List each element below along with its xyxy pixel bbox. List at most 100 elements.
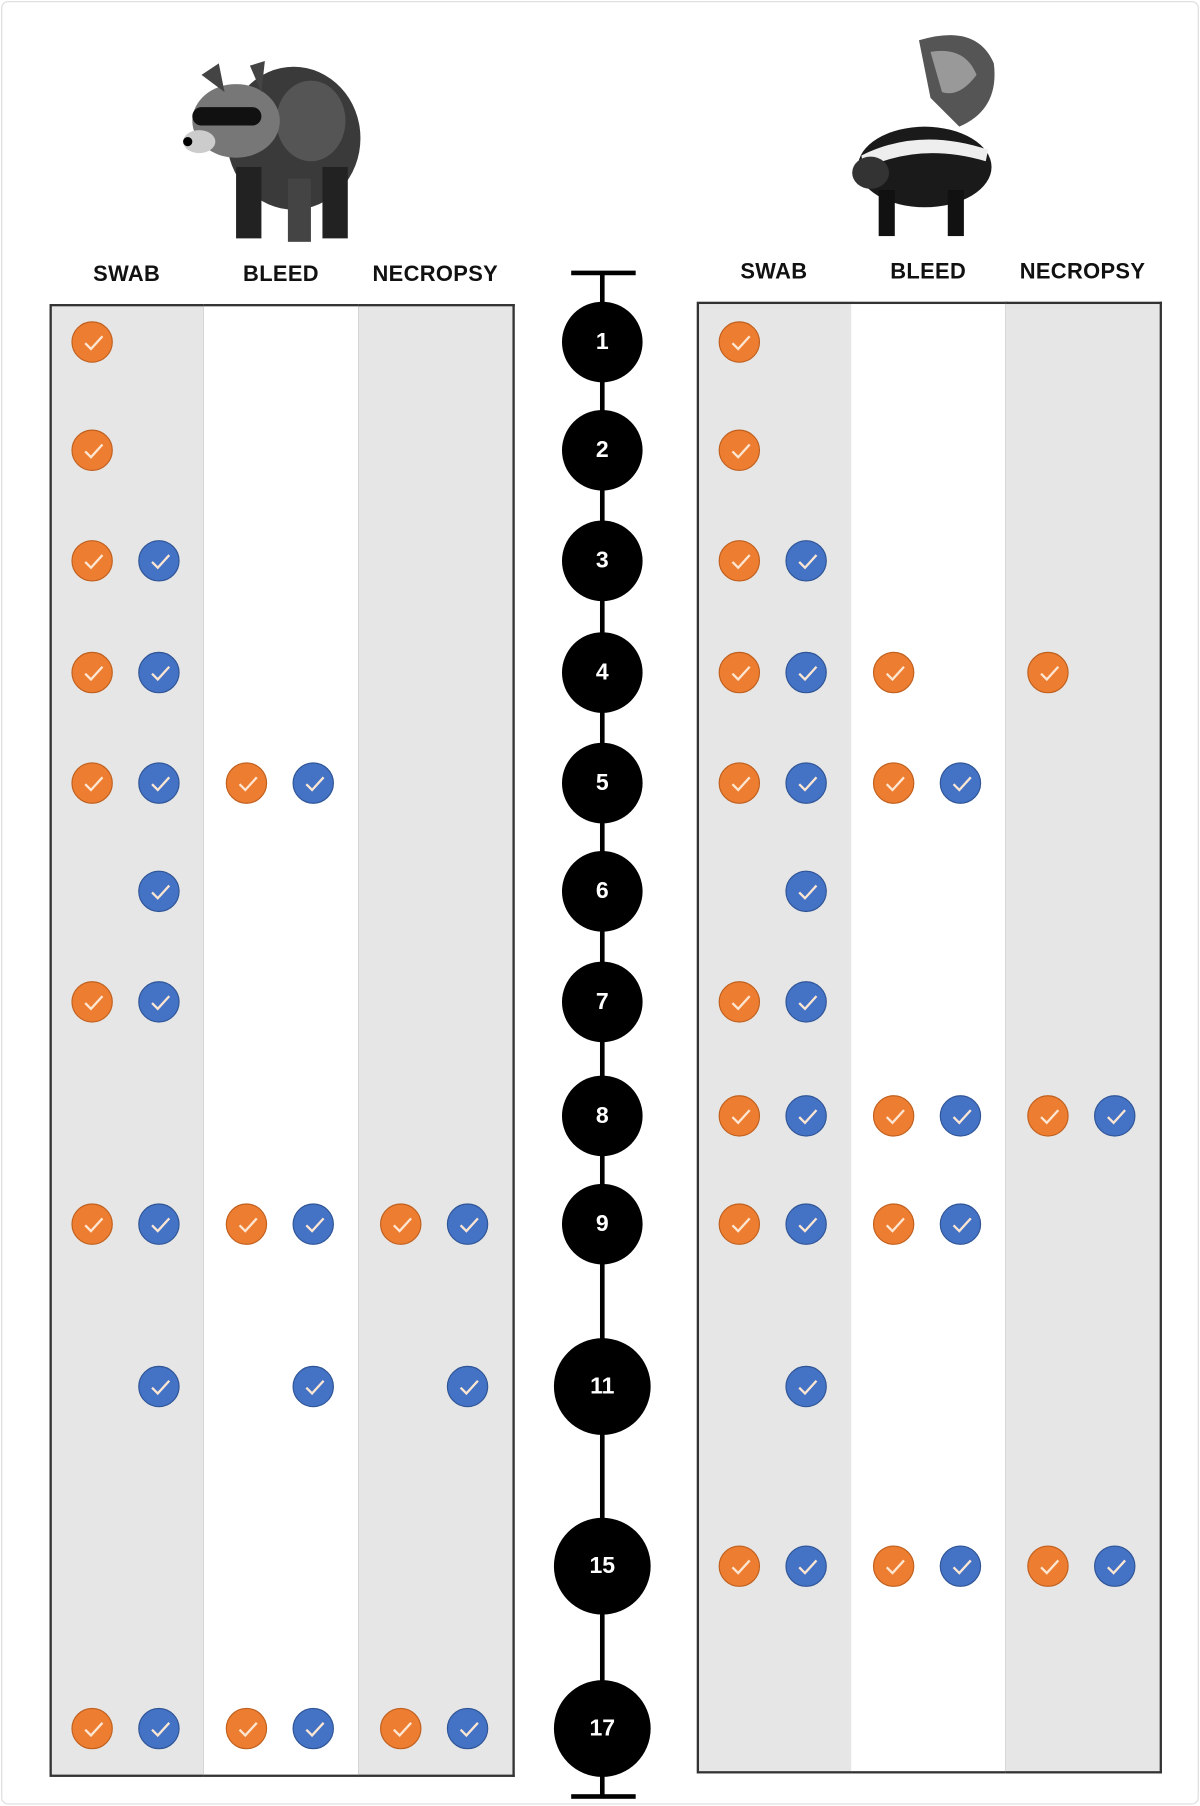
check-icon: [84, 1722, 104, 1738]
timepoint-4: 4: [561, 632, 643, 713]
check-icon: [151, 776, 171, 792]
raccoon-icon: [183, 61, 361, 242]
skunk-blue-check-necropsy-t15: [1094, 1545, 1136, 1587]
check-icon: [798, 1217, 818, 1233]
raccoon-orange-check-swab-t7: [71, 981, 113, 1023]
check-icon: [151, 884, 171, 900]
skunk-icon: [852, 35, 995, 237]
skunk-blue-check-swab-t7: [785, 981, 827, 1023]
check-icon: [393, 1217, 412, 1233]
raccoon-blue-check-swab-t5: [138, 762, 180, 804]
timepoint-15: 15: [553, 1517, 651, 1615]
raccoon-blue-check-necropsy-t11: [446, 1365, 489, 1408]
raccoon-orange-check-necropsy-t17: [380, 1707, 422, 1750]
skunk-orange-check-bleed-t15: [872, 1545, 915, 1587]
skunk-blue-check-bleed-t5: [939, 762, 982, 804]
skunk-orange-check-swab-t8: [718, 1095, 761, 1137]
raccoon-header-bleed: BLEED: [243, 262, 319, 287]
skunk-orange-check-bleed-t5: [872, 762, 915, 804]
timepoint-17: 17: [553, 1680, 651, 1777]
check-icon: [798, 554, 818, 570]
raccoon-column-swab: [49, 304, 207, 1777]
check-icon: [952, 776, 972, 792]
check-icon: [459, 1217, 479, 1233]
check-icon: [1040, 1109, 1060, 1125]
check-icon: [731, 995, 751, 1011]
skunk-orange-check-bleed-t4: [872, 651, 915, 694]
skunk-header-swab: SWAB: [740, 260, 808, 285]
check-icon: [798, 884, 818, 900]
check-icon: [731, 1559, 751, 1575]
skunk-blue-check-swab-t11: [785, 1365, 827, 1408]
raccoon-column-bleed: [203, 304, 361, 1777]
timepoint-3: 3: [561, 520, 643, 602]
timepoint-1: 1: [561, 301, 643, 383]
raccoon-blue-check-swab-t17: [138, 1707, 180, 1750]
check-icon: [798, 995, 818, 1011]
check-icon: [885, 776, 905, 792]
check-icon: [238, 1217, 258, 1233]
check-icon: [798, 1109, 818, 1125]
check-icon: [731, 776, 751, 792]
skunk-column-necropsy: [1005, 301, 1162, 1774]
raccoon-orange-check-bleed-t9: [225, 1203, 268, 1245]
skunk-header-necropsy: NECROPSY: [1019, 260, 1146, 285]
skunk-orange-check-necropsy-t15: [1027, 1545, 1069, 1587]
raccoon-orange-check-swab-t3: [71, 540, 113, 582]
skunk-blue-check-swab-t5: [785, 762, 827, 804]
raccoon-header-necropsy: NECROPSY: [372, 262, 499, 287]
timepoint-2: 2: [561, 409, 643, 491]
raccoon-blue-check-bleed-t17: [292, 1707, 334, 1750]
check-icon: [305, 776, 325, 792]
check-icon: [731, 335, 751, 351]
check-icon: [1040, 1559, 1060, 1575]
check-icon: [84, 554, 104, 570]
check-icon: [885, 1217, 905, 1233]
raccoon-blue-check-swab-t4: [138, 651, 180, 694]
raccoon-blue-check-bleed-t11: [292, 1365, 334, 1408]
raccoon-orange-check-swab-t5: [71, 762, 113, 804]
raccoon-orange-check-bleed-t5: [225, 762, 268, 804]
check-icon: [84, 995, 104, 1011]
skunk-blue-check-bleed-t9: [939, 1203, 982, 1245]
check-icon: [1040, 666, 1060, 682]
check-icon: [151, 1722, 171, 1738]
raccoon-orange-check-swab-t2: [71, 429, 113, 472]
check-icon: [798, 666, 818, 682]
raccoon-blue-check-swab-t3: [138, 540, 180, 582]
raccoon-blue-check-swab-t11: [138, 1365, 180, 1408]
raccoon-orange-check-swab-t4: [71, 651, 113, 694]
skunk-orange-check-swab-t15: [718, 1545, 761, 1587]
check-icon: [84, 776, 104, 792]
skunk-orange-check-necropsy-t4: [1027, 651, 1069, 694]
skunk-header-bleed: BLEED: [890, 260, 967, 285]
skunk-column-bleed: [851, 301, 1008, 1774]
skunk-blue-check-bleed-t8: [939, 1095, 982, 1137]
raccoon-blue-check-bleed-t9: [292, 1203, 334, 1245]
raccoon-orange-check-swab-t9: [71, 1203, 113, 1245]
skunk-blue-check-swab-t4: [785, 651, 827, 694]
check-icon: [1107, 1559, 1126, 1575]
timepoint-11: 11: [553, 1338, 651, 1435]
check-icon: [731, 443, 751, 459]
raccoon-orange-check-necropsy-t9: [380, 1203, 422, 1245]
check-icon: [84, 666, 104, 682]
check-icon: [84, 443, 104, 459]
skunk-blue-check-swab-t9: [785, 1203, 827, 1245]
check-icon: [1107, 1109, 1126, 1125]
skunk-orange-check-swab-t1: [718, 321, 761, 363]
skunk-blue-check-necropsy-t8: [1094, 1095, 1136, 1137]
raccoon-column-necropsy: [358, 304, 515, 1777]
check-icon: [459, 1379, 479, 1396]
check-icon: [952, 1109, 972, 1125]
check-icon: [84, 1217, 104, 1233]
skunk-blue-check-bleed-t15: [939, 1545, 982, 1587]
raccoon-blue-check-swab-t7: [138, 981, 180, 1023]
check-icon: [151, 554, 171, 570]
skunk-orange-check-bleed-t9: [872, 1203, 915, 1245]
raccoon-orange-check-swab-t17: [71, 1707, 113, 1750]
timepoint-5: 5: [561, 742, 643, 824]
skunk-orange-check-swab-t4: [718, 651, 761, 694]
